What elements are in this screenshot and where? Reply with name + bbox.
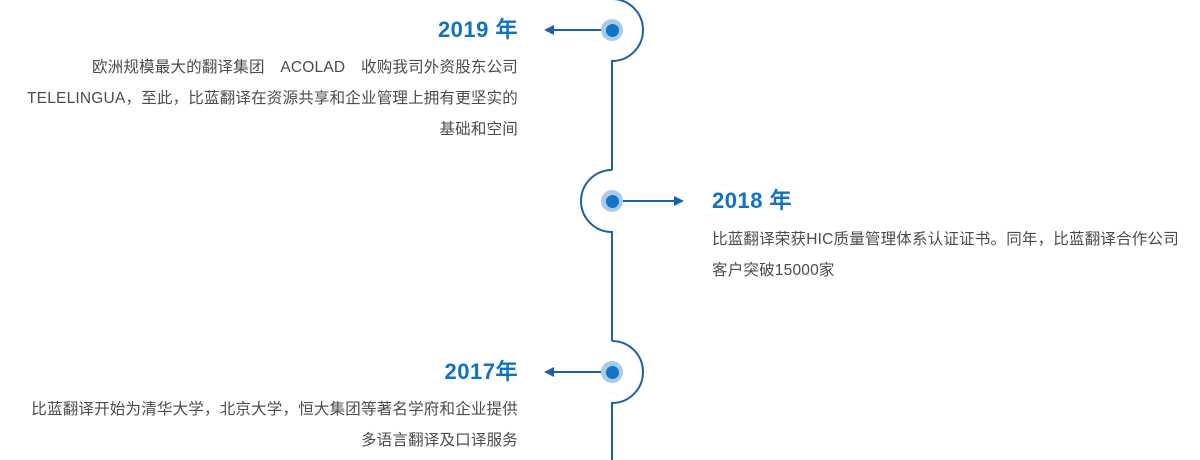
connector-arrow-2017-icon — [544, 367, 608, 377]
timeline-description-2018: 比蓝翻译荣获HIC质量管理体系认证证书。同年，比蓝翻译合作公司客户突破15000… — [712, 231, 1179, 279]
timeline-year-2017: 2017年 — [444, 359, 518, 384]
spine-segment-2017 — [611, 340, 644, 460]
timeline-node-dot-2019[interactable] — [601, 19, 623, 41]
timeline-description-2019: 欧洲规模最大的翻译集团 ACOLAD 收购我司外资股东公司TELELINGUA，… — [27, 59, 518, 138]
timeline-node-dot-2017[interactable] — [601, 361, 623, 383]
connector-arrow-2018-icon — [616, 196, 684, 206]
timeline-node-core-2017 — [605, 365, 619, 379]
spine-segment-2019 — [611, 0, 644, 170]
spine-segment-2018 — [580, 169, 613, 341]
timeline-node-dot-2018[interactable] — [601, 190, 623, 212]
connector-arrow-2019-icon — [544, 25, 608, 35]
timeline-description-2017: 比蓝翻译开始为清华大学，北京大学，恒大集团等著名学府和企业提供多语言翻译及口译服… — [31, 401, 518, 449]
timeline-year-2018: 2018 年 — [712, 188, 793, 213]
timeline-node-core-2018 — [605, 194, 619, 208]
timeline-year-2019: 2019 年 — [437, 17, 518, 42]
timeline-node-core-2019 — [605, 23, 619, 37]
